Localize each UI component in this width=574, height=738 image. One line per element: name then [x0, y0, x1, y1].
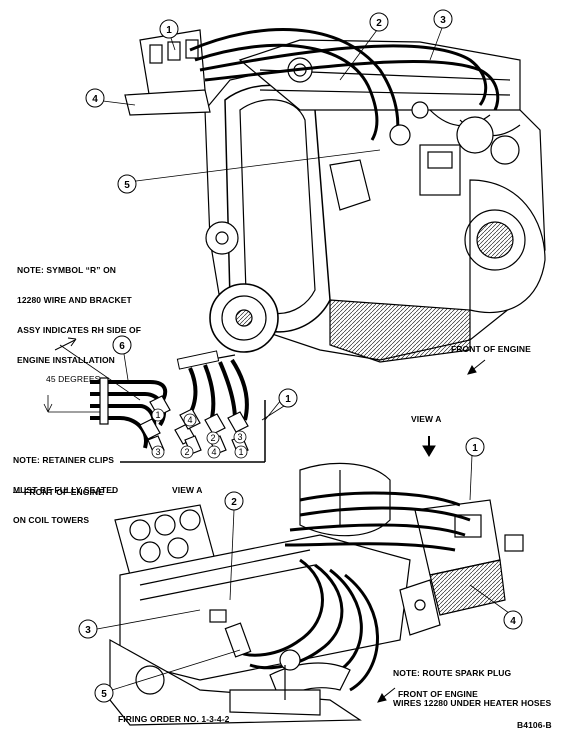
svg-text:3: 3 — [237, 432, 242, 442]
svg-text:1: 1 — [472, 443, 478, 454]
retainer-note-line: NOTE: RETAINER CLIPS — [13, 455, 115, 465]
figure-id-label: B4106-B — [517, 720, 552, 730]
callout-circles — [78, 9, 523, 703]
callout-numbers: 1 2 3 4 5 6 1 1 2 3 4 5 — [85, 15, 516, 700]
svg-text:1: 1 — [155, 410, 160, 420]
callout-3-bottom — [78, 619, 98, 639]
arrows — [377, 359, 486, 703]
callout-4-bottom — [503, 610, 523, 630]
svg-text:2: 2 — [231, 497, 237, 508]
top-engine-illustration — [124, 28, 546, 363]
retainer-note-line: MUST BE FULLY SEATED — [13, 485, 119, 495]
route-note-line: WIRES 12280 UNDER HEATER HOSES — [393, 698, 552, 708]
degrees-label: 45 DEGREES — [46, 374, 101, 384]
svg-text:2: 2 — [184, 447, 189, 457]
svg-text:4: 4 — [187, 415, 192, 425]
svg-text:5: 5 — [124, 180, 130, 191]
svg-text:4: 4 — [211, 447, 216, 457]
svg-text:1: 1 — [238, 447, 243, 457]
callout-leaders — [96, 27, 510, 691]
symbol-note-line: 12280 WIRE AND BRACKET — [17, 295, 132, 305]
coil-boot-numbers — [151, 408, 248, 459]
svg-text:3: 3 — [155, 447, 160, 457]
symbol-note-line: ASSY INDICATES RH SIDE OF — [17, 325, 142, 335]
view-a-top-label: VIEW A — [411, 414, 442, 424]
callout-1-bottom — [465, 437, 485, 457]
firing-order-label: FIRING ORDER NO. 1-3-4-2 — [118, 714, 230, 724]
route-note: NOTE: ROUTE SPARK PLUG WIRES 12280 UNDER… — [393, 648, 551, 718]
front-of-engine-left-label: — FRONT OF ENGINE — — [13, 487, 116, 497]
callout-5-bottom — [94, 683, 114, 703]
callout-5-top — [117, 174, 137, 194]
callout-1-top — [159, 19, 179, 39]
svg-text:2: 2 — [210, 433, 215, 443]
callout-6-mid — [112, 335, 132, 355]
svg-text:4: 4 — [92, 94, 98, 105]
route-note-line: NOTE: ROUTE SPARK PLUG — [393, 668, 512, 678]
retainer-note: NOTE: RETAINER CLIPS MUST BE FULLY SEATE… — [13, 435, 118, 535]
callout-4-top — [85, 88, 105, 108]
svg-text:4: 4 — [510, 616, 516, 627]
symbol-note-line: NOTE: SYMBOL “R” ON — [17, 265, 117, 275]
retainer-note-line: ON COIL TOWERS — [13, 515, 90, 525]
coil-boot-number-text: 1 3 2 4 2 4 3 1 — [155, 410, 243, 457]
view-a-left-label: VIEW A — [172, 485, 203, 495]
svg-text:5: 5 — [101, 689, 107, 700]
bottom-engine-illustration — [109, 462, 524, 726]
svg-text:1: 1 — [166, 25, 172, 36]
symbol-note-line: ENGINE INSTALLATION — [17, 355, 115, 365]
symbol-note: NOTE: SYMBOL “R” ON 12280 WIRE AND BRACK… — [17, 245, 141, 375]
svg-text:1: 1 — [285, 394, 291, 405]
front-of-engine-top-label: FRONT OF ENGINE — [451, 344, 531, 354]
callout-2-bottom — [224, 491, 244, 511]
callout-3-top — [433, 9, 453, 29]
svg-text:3: 3 — [85, 625, 91, 636]
svg-text:2: 2 — [376, 18, 382, 29]
front-of-engine-bottom-label: FRONT OF ENGINE — [398, 689, 478, 699]
svg-text:6: 6 — [119, 341, 125, 352]
svg-text:3: 3 — [440, 15, 446, 26]
callout-2-top — [369, 12, 389, 32]
callout-1-mid — [278, 388, 298, 408]
